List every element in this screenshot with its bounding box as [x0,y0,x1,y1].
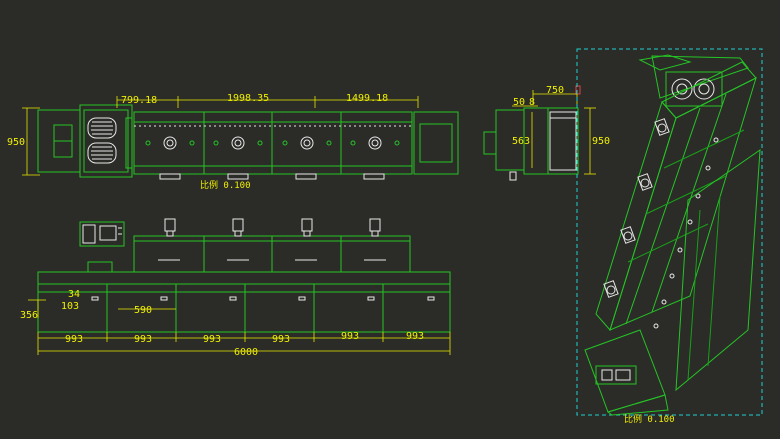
side-dim-height: 950 [592,136,610,147]
panel-plate [87,261,113,273]
iso-fan-right [693,78,715,100]
side-dim-a: 50 [513,97,525,108]
iso-exhaust-3 [620,226,636,244]
top-dim-c: 1499.18 [346,93,388,104]
exhaust-1 [164,218,176,237]
front-dim-seg3: 993 [203,334,221,345]
iso-scale-label: 比例 0.100 [624,413,675,425]
top-dim-a: 799.18 [121,95,157,106]
base-frame [37,283,451,333]
iso-bottom-unit [584,329,666,413]
control-cabinet [79,104,133,178]
front-view: 34 103 356 590 993 993 993 993 993 993 6… [20,218,451,358]
iso-base [675,148,761,392]
front-dim-seg2: 993 [134,334,152,345]
top-dim-height: 950 [7,137,25,148]
side-view: 750 50 8 563 950 [483,85,610,181]
front-dim-seg6: 993 [406,331,424,342]
front-dim-356: 356 [20,310,38,321]
exhaust-2 [232,218,244,237]
front-dim-seg1: 993 [65,334,83,345]
control-panel [79,221,125,247]
iso-view: 比例 0.100 [576,48,763,425]
iso-body-top [609,77,757,331]
conveyor-deck [37,271,451,285]
iso-exhaust-1 [654,118,670,136]
side-chamber [547,107,579,175]
front-dim-seg5: 993 [341,331,359,342]
fan-grill-bottom [87,142,117,164]
top-dim-b: 1998.35 [227,93,269,104]
front-dim-seg4: 993 [272,334,290,345]
exhaust-4 [369,218,381,237]
side-dim-b: 8 [529,97,535,108]
fan-3 [300,136,314,150]
front-dimensions [28,299,451,355]
oven-body-plan [133,111,413,175]
selection-box[interactable] [576,48,763,416]
iso-top-housing [651,55,749,99]
front-dim-590: 590 [134,305,152,316]
fan-1 [163,136,177,150]
right-end-block [413,111,459,175]
front-dim-total: 6000 [234,347,258,358]
exhaust-3 [301,218,313,237]
top-scale-label: 比例 0.100 [200,179,251,191]
iso-exhaust-2 [637,173,653,191]
top-dimensions [22,96,419,176]
side-dim-width: 750 [546,85,564,96]
fan-2 [231,136,245,150]
fan-grill-top [87,117,117,139]
front-dim-103: 103 [61,301,79,312]
top-view: 799.18 1998.35 1499.18 950 比例 0.100 [7,93,459,191]
front-dim-34: 34 [68,289,80,300]
fan-4 [368,136,382,150]
iso-exhaust-4 [603,280,619,298]
side-dim-inner: 563 [512,136,530,147]
